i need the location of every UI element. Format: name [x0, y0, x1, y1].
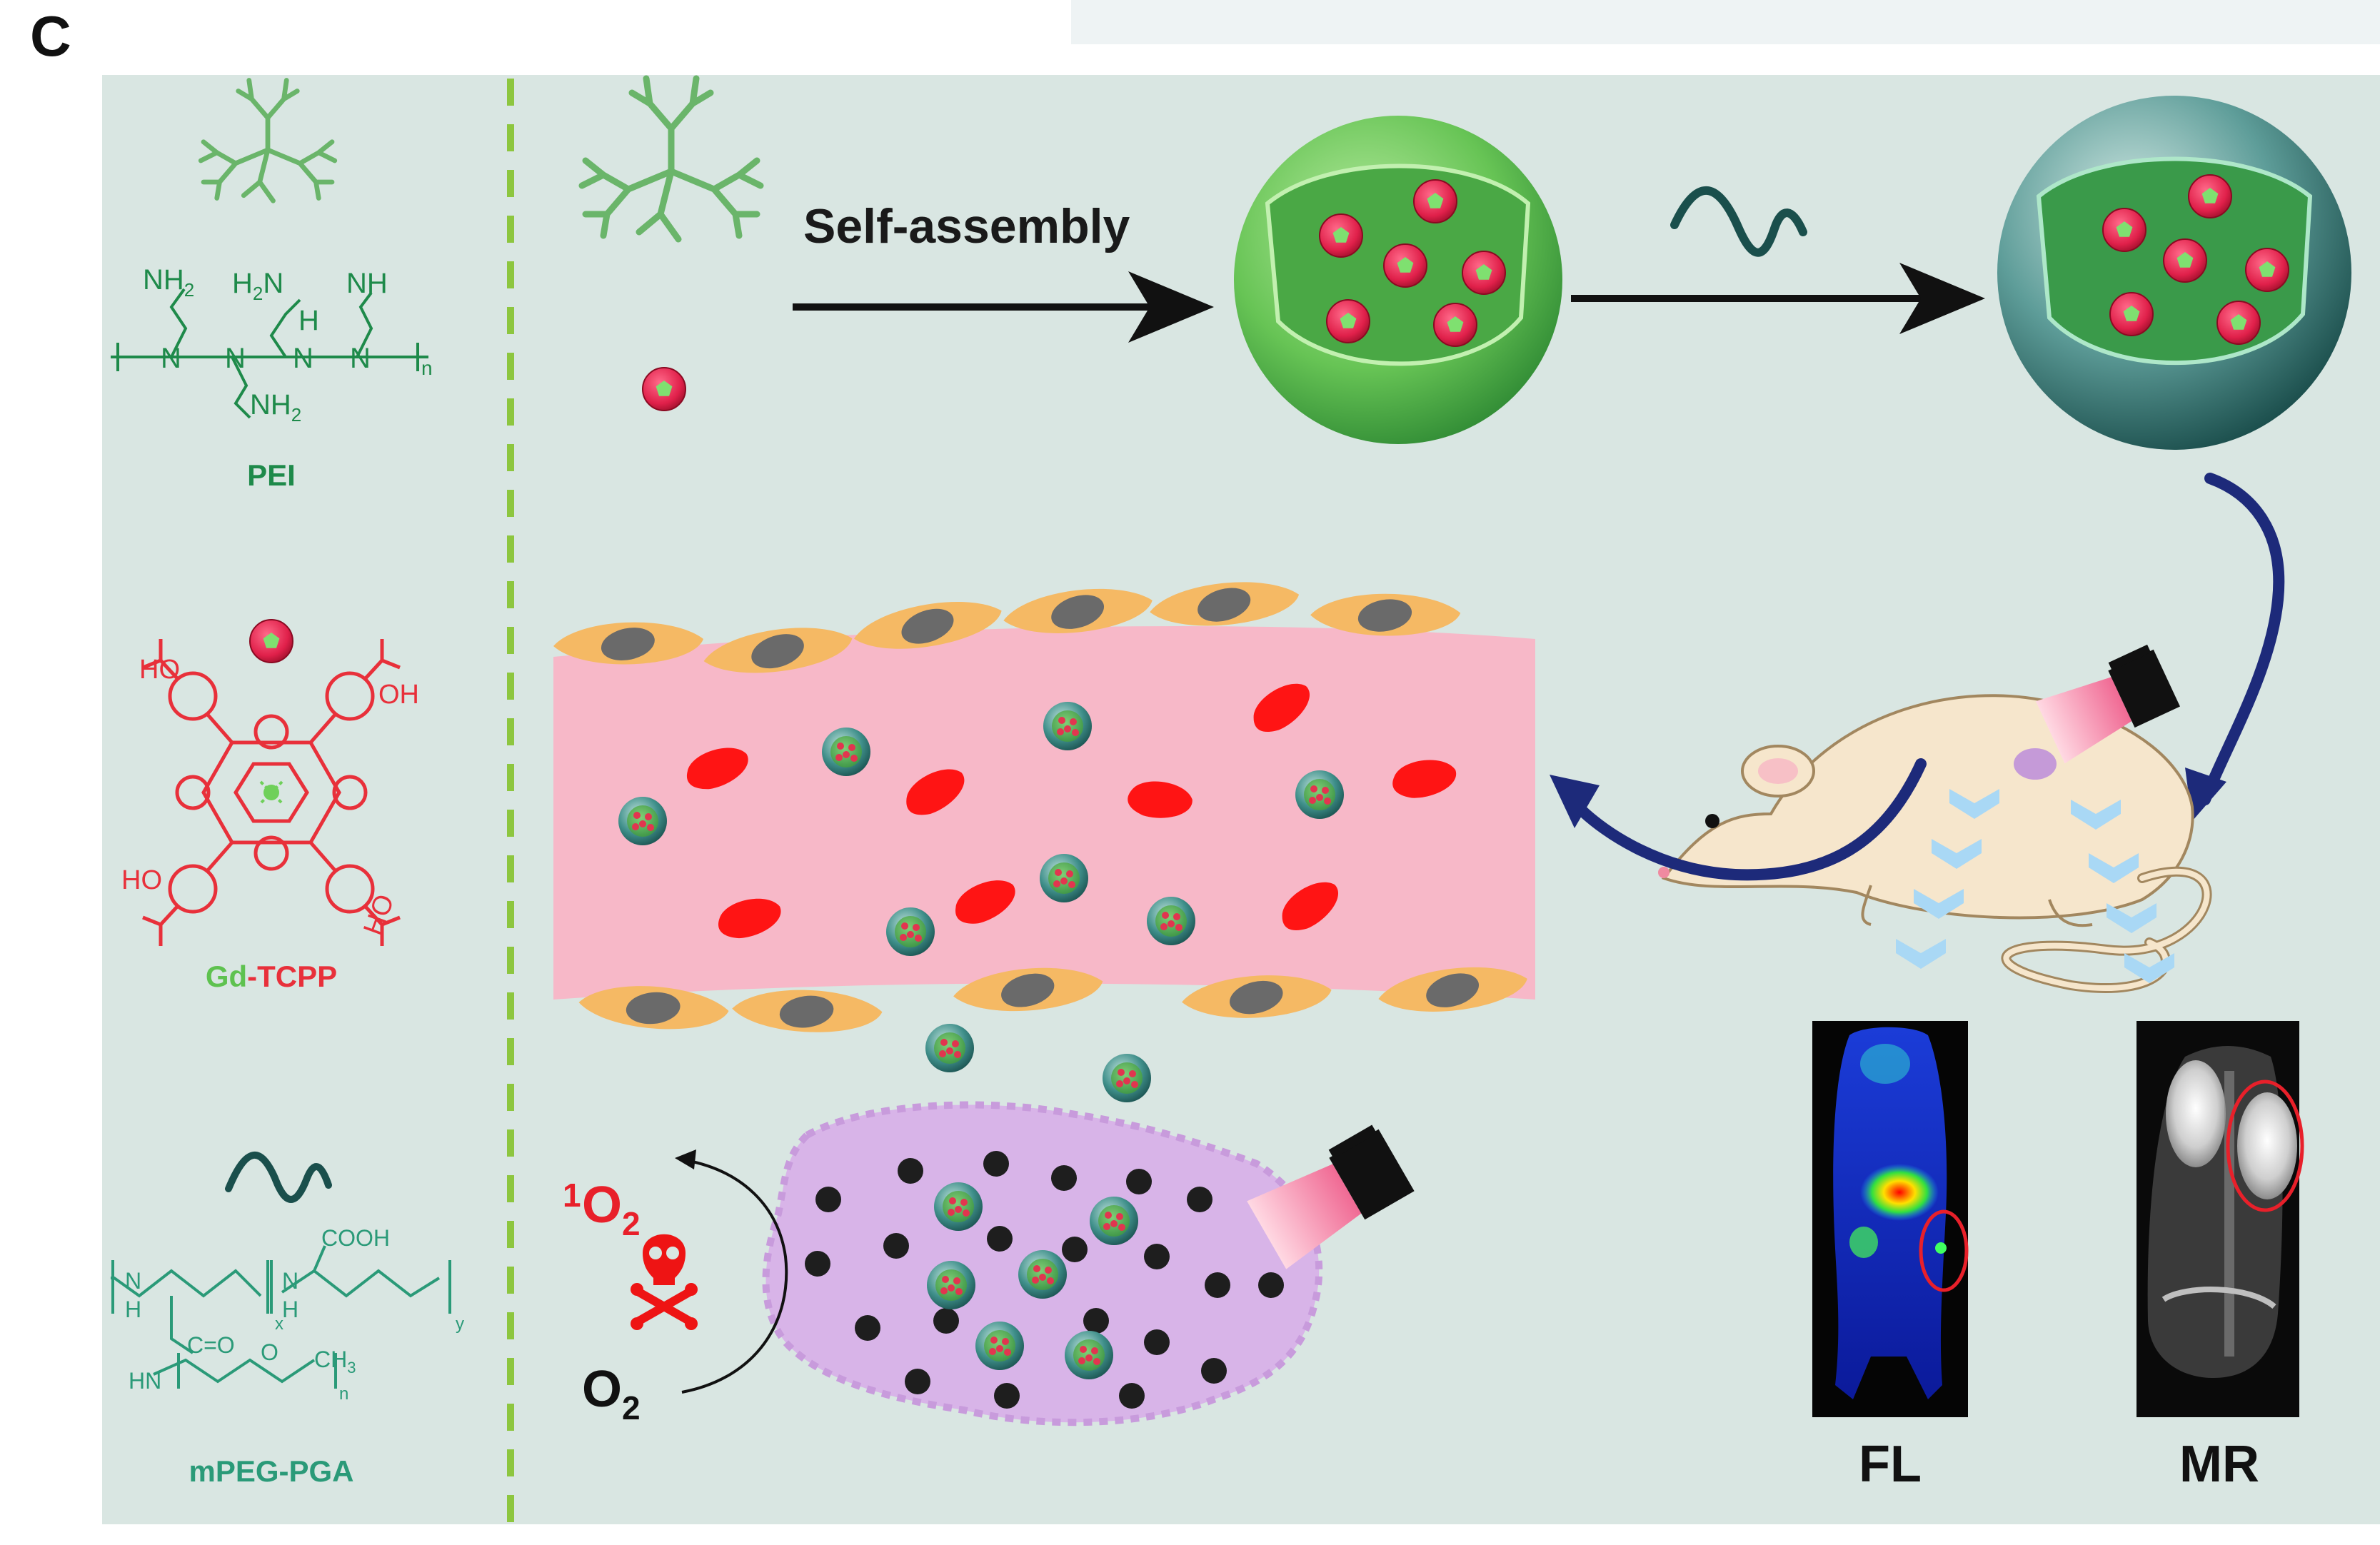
svg-text:1: 1: [563, 1177, 581, 1214]
svg-text:N: N: [161, 343, 181, 374]
mpeg-pga-wave-icon: [225, 1152, 332, 1203]
green-nanosphere: [1234, 116, 1562, 444]
gd-tcpp-label: Gd-TCPP: [206, 960, 337, 993]
svg-text:O2: O2: [582, 1361, 641, 1426]
svg-text:H: H: [282, 1297, 298, 1322]
blood-vessel: [553, 625, 1535, 1000]
svg-text:H: H: [125, 1297, 141, 1322]
svg-text:N: N: [293, 343, 313, 374]
oxygen-cycle-arrow: [681, 1159, 788, 1394]
mpeg-coating-wave-icon: [1670, 186, 1807, 257]
svg-text:C=O: C=O: [187, 1332, 235, 1358]
svg-text:COOH: COOH: [321, 1225, 390, 1251]
pei-formula: NH2 H2N NH N N H N N n NH2: [143, 264, 433, 426]
svg-text:n: n: [339, 1384, 348, 1404]
injection-arrowhead: [2185, 768, 2226, 821]
svg-text:N: N: [225, 343, 246, 374]
mr-image: [2137, 1021, 2304, 1417]
mpeg-formula: COOH N H N H C=O HN O CH3 x y n: [125, 1225, 464, 1404]
gd-tcpp-nanoparticle-icon: [249, 619, 293, 663]
fl-image: [1812, 1021, 1969, 1417]
gd-center: [259, 780, 283, 805]
svg-text:N: N: [125, 1268, 141, 1294]
mpeg-pga-label: mPEG-PGA: [189, 1454, 353, 1488]
ground-oxygen-label: O2: [582, 1361, 641, 1426]
circulation-arrow: [1572, 758, 1927, 881]
mpeg-structure: [111, 1245, 451, 1389]
svg-text:HO: HO: [121, 865, 162, 895]
svg-text:O2: O2: [582, 1177, 641, 1242]
skull-crossbones-icon: [631, 1234, 698, 1330]
svg-text:N: N: [350, 343, 371, 374]
injection-arrow: [2199, 473, 2285, 805]
mr-label: MR: [2179, 1436, 2259, 1493]
svg-text:NH2: NH2: [250, 389, 301, 426]
svg-text:y: y: [456, 1314, 464, 1334]
oxygen-cycle-arrowhead: [675, 1149, 696, 1169]
laser-mouse-icon: [2035, 644, 2180, 764]
top-strip: [1071, 0, 2380, 44]
svg-text:O: O: [261, 1339, 278, 1365]
pei-structure: [111, 288, 428, 419]
svg-text:H2N: H2N: [232, 268, 283, 304]
svg-text:CH3: CH3: [314, 1347, 356, 1377]
svg-text:NH: NH: [346, 268, 388, 299]
panel-letter: C: [30, 4, 71, 68]
red-nanoparticle-icon: [642, 367, 686, 411]
pei-label: PEI: [247, 458, 296, 492]
circulation-arrowhead: [1550, 775, 1600, 828]
svg-text:HO: HO: [139, 655, 180, 685]
svg-text:N: N: [282, 1268, 298, 1294]
laser-tumor-icon: [1247, 1124, 1415, 1269]
svg-text:n: n: [421, 357, 433, 379]
svg-text:HN: HN: [129, 1368, 161, 1394]
svg-text:NH2: NH2: [143, 264, 194, 301]
svg-text:H: H: [298, 305, 319, 336]
tcpp-structure: [142, 639, 401, 946]
teal-nanosphere: [1997, 96, 2351, 450]
svg-text:x: x: [275, 1314, 283, 1334]
singlet-oxygen-label: 1 O2: [563, 1177, 641, 1242]
fl-label: FL: [1859, 1436, 1922, 1493]
self-assembly-label: Self-assembly: [803, 199, 1130, 253]
tumor-tissue: [762, 1101, 1323, 1426]
svg-text:OH: OH: [378, 680, 419, 710]
